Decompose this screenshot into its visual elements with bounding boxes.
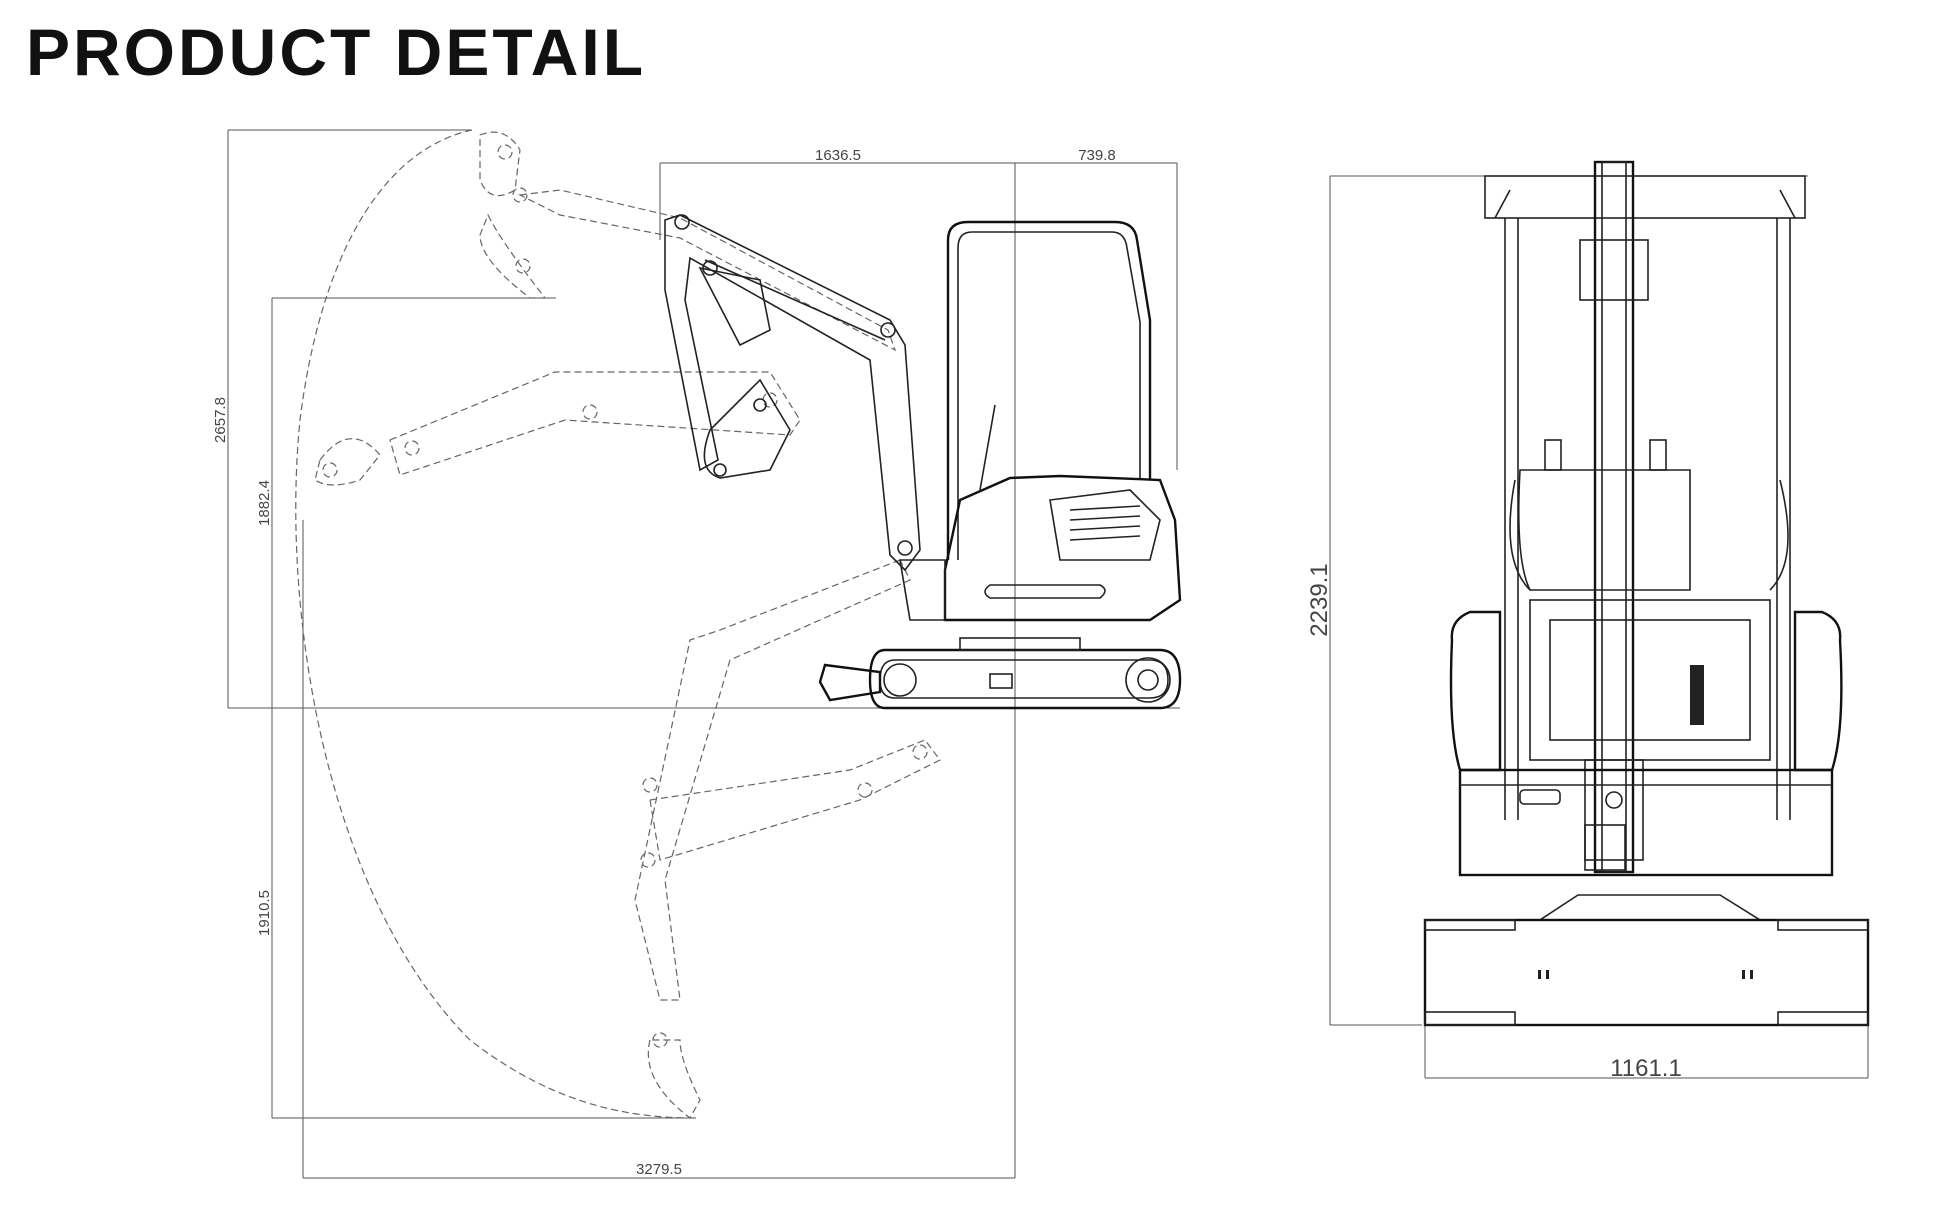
undercarriage bbox=[818, 637, 1182, 710]
front-dimension-lines bbox=[1329, 175, 1869, 1079]
front-body bbox=[1449, 610, 1843, 877]
front-cab bbox=[1509, 439, 1789, 761]
front-undercarriage bbox=[1423, 894, 1870, 1027]
front-boom bbox=[1579, 160, 1649, 874]
dim-max-dumping-height: 1882.4 bbox=[256, 480, 273, 526]
dim-max-digging-reach: 3279.5 bbox=[636, 1161, 682, 1178]
boom-ghost-positions bbox=[314, 131, 941, 1119]
front-canopy bbox=[1484, 175, 1806, 820]
canopy-frame bbox=[946, 220, 1152, 560]
dim-top-length-b: 739.8 bbox=[1078, 147, 1116, 164]
main-boom bbox=[664, 214, 921, 572]
machine-body bbox=[899, 474, 1182, 622]
dim-max-digging-depth: 1910.5 bbox=[256, 890, 273, 936]
side-view: 1636.5 739.8 2657.8 1882.4 1910.5 3279.5 bbox=[212, 129, 1182, 1179]
dim-max-digging-height: 2657.8 bbox=[212, 397, 229, 443]
dimension-lines bbox=[227, 129, 1180, 1179]
dim-top-length-a: 1636.5 bbox=[815, 147, 861, 164]
dim-overall-width: 1161.1 bbox=[1610, 1055, 1682, 1082]
dim-overall-height: 2239.1 bbox=[1306, 563, 1333, 636]
working-envelope-arc bbox=[295, 129, 697, 1119]
page-title: PRODUCT DETAIL bbox=[26, 15, 647, 89]
front-view: 2239.1 1161.1 bbox=[1306, 160, 1870, 1082]
